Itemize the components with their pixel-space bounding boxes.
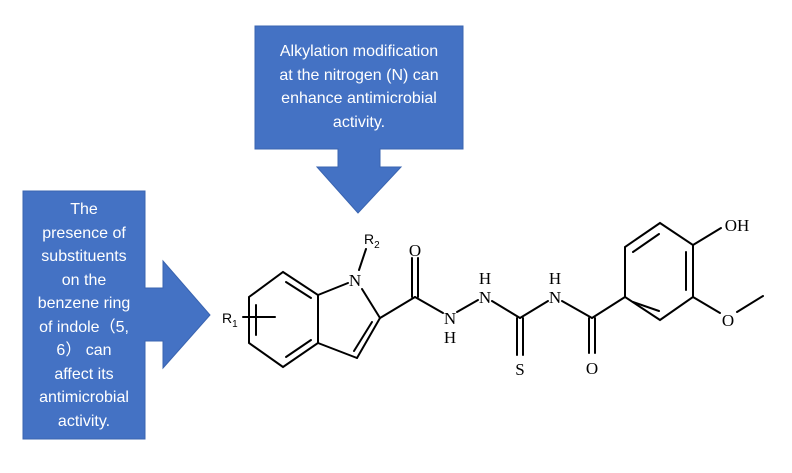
callout-line: presence of: [42, 224, 126, 242]
hydrazide-n-label: N: [444, 309, 456, 328]
amide-oxygen-label: O: [586, 359, 598, 378]
thiourea-h-label: H: [549, 269, 561, 288]
callout-line: at the nitrogen (N) can: [279, 66, 439, 84]
top-callout-arrow: [254, 25, 464, 214]
callout-line: The: [70, 201, 98, 218]
callout-line: activity.: [57, 412, 111, 430]
indole-nitrogen-label: N: [349, 271, 361, 290]
callout-line: benzene ring: [37, 295, 131, 312]
hydrazine-n-label: N: [479, 288, 491, 307]
left-callout-arrow: [22, 190, 211, 440]
callout-line: activity.: [332, 113, 386, 131]
hydrazine-h-label: H: [479, 269, 491, 288]
callout-line: of indole（5,: [39, 318, 129, 336]
hydroxyl-label: OH: [725, 216, 750, 235]
hydrazide-h-label: H: [444, 328, 456, 347]
left-callout-text: The presence of substituents on the benz…: [25, 198, 143, 433]
r2-label: R2: [364, 231, 380, 251]
callout-line: on the: [61, 271, 107, 289]
callout-line: Alkylation modification: [279, 43, 439, 60]
carbonyl-oxygen-label: O: [409, 241, 421, 260]
callout-line: substituents: [41, 248, 127, 265]
molecule-structure: [242, 221, 764, 369]
thiourea-n-label: N: [549, 288, 561, 307]
callout-line: antimicrobial: [39, 389, 129, 406]
callout-line: affect its: [54, 365, 114, 383]
callout-line: 6） can: [56, 342, 112, 359]
methoxy-oxygen-label: O: [722, 311, 734, 330]
top-callout-text: Alkylation modification at the nitrogen …: [262, 40, 456, 134]
r1-label: R1: [222, 310, 238, 330]
callout-line: enhance antimicrobial: [281, 90, 437, 107]
sulfur-label: S: [515, 360, 524, 379]
